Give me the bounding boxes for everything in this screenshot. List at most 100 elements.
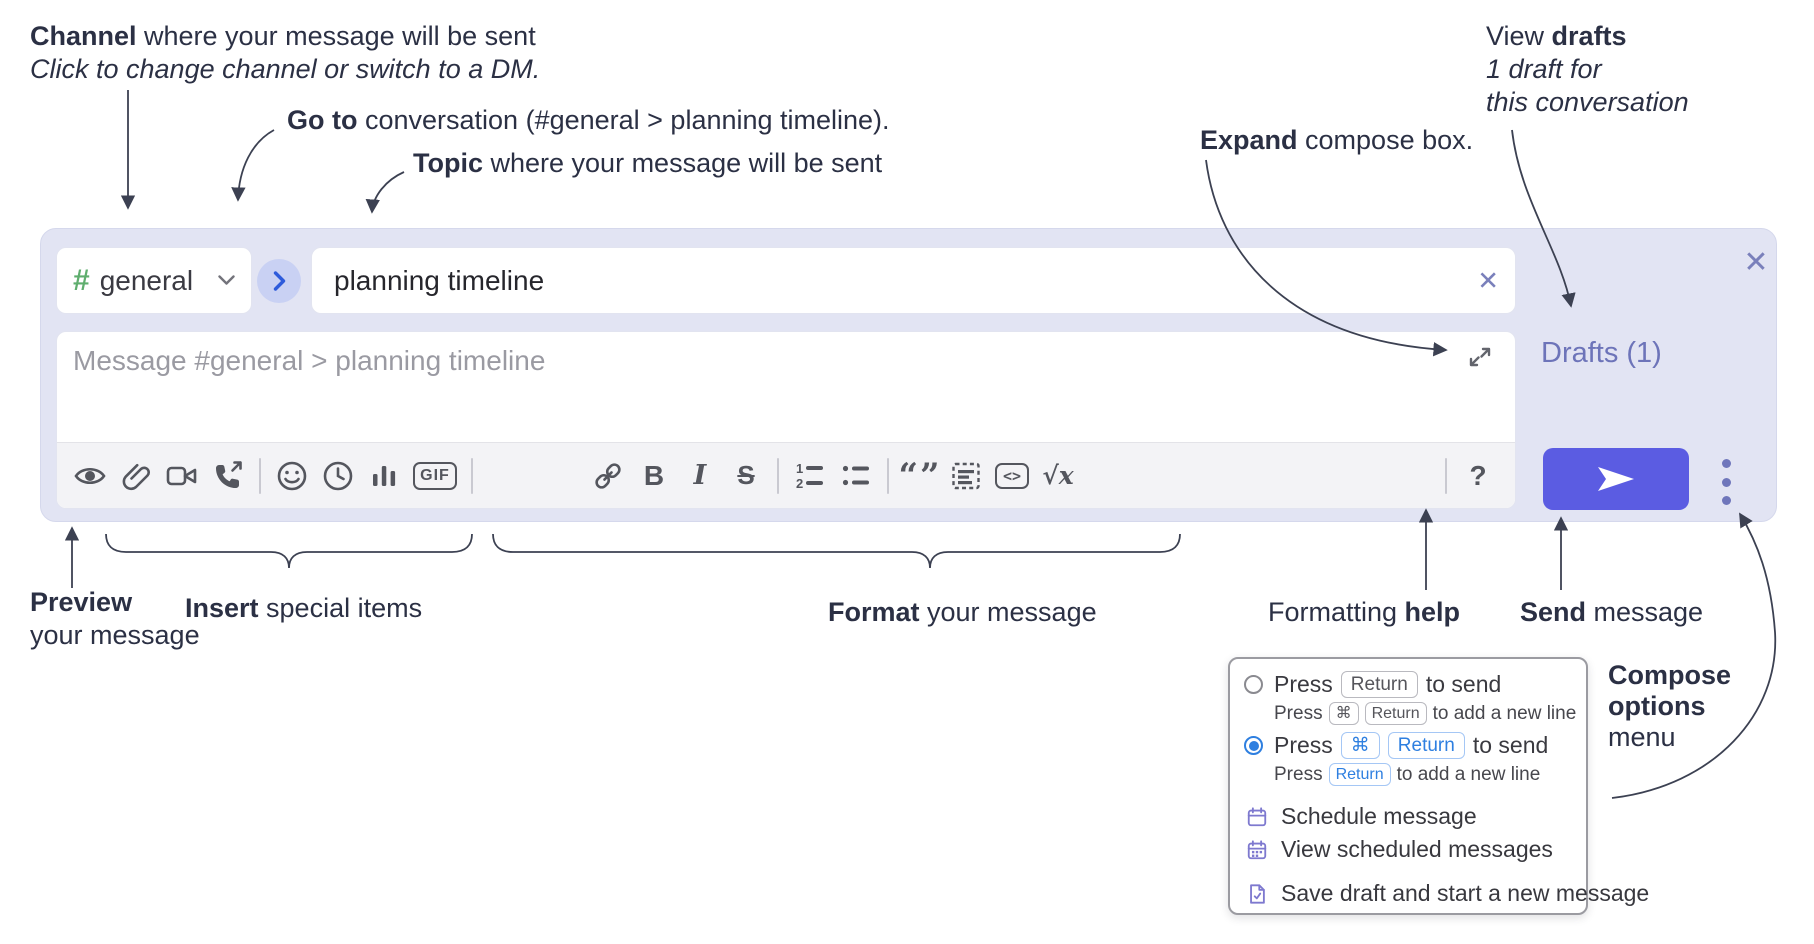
opt2-sub-press: Press — [1274, 764, 1323, 785]
toolbar-divider — [777, 457, 779, 494]
topic-annotation-bold: Topic — [413, 148, 483, 178]
drafts-annotation-pre: View — [1486, 21, 1552, 51]
send-annotation-rest: message — [1586, 597, 1704, 627]
format-annotation-bold: Format — [828, 597, 920, 627]
opt2-sub-rest: to add a new line — [1396, 764, 1541, 785]
code-icon[interactable]: <> — [989, 453, 1035, 499]
goto-annotation-rest: conversation (#general > planning timeli… — [357, 105, 890, 135]
preview-annotation: Preview your message — [30, 586, 200, 652]
message-area: Message #general > planning timeline — [56, 331, 1516, 509]
cmd-enter-sends-option[interactable]: Press ⌘ Return to send Press Return to a… — [1230, 728, 1586, 789]
toolbar-divider — [1445, 457, 1447, 494]
opt1-press: Press — [1274, 671, 1333, 697]
voice-call-icon[interactable] — [205, 453, 251, 499]
view-scheduled-messages-item[interactable]: View scheduled messages — [1230, 833, 1586, 866]
strikethrough-icon[interactable]: S — [737, 460, 755, 490]
poll-icon[interactable] — [361, 453, 407, 499]
math-icon[interactable]: √x — [1042, 461, 1074, 490]
format-annotation-rest: your message — [919, 597, 1097, 627]
compose-options-annotation-line2: options — [1608, 691, 1706, 721]
gif-icon[interactable]: GIF — [407, 453, 463, 499]
compose-options-annotation-line1: Compose — [1608, 660, 1732, 690]
drafts-annotation-line3: this conversation — [1486, 87, 1689, 117]
topic-input[interactable]: planning timeline ✕ — [311, 247, 1516, 314]
return-key: Return — [1387, 732, 1465, 759]
clear-topic-icon[interactable]: ✕ — [1477, 265, 1499, 295]
save-draft-item[interactable]: Save draft and start a new message — [1230, 877, 1649, 910]
drafts-link[interactable]: Drafts (1) — [1541, 337, 1662, 369]
drafts-annotation-line2: 1 draft for — [1486, 54, 1602, 84]
expand-compose-icon[interactable] — [1465, 342, 1495, 372]
expand-annotation-bold: Expand — [1200, 125, 1298, 155]
opt1-sub-press: Press — [1274, 703, 1323, 724]
draft-document-icon — [1246, 883, 1268, 905]
channel-annotation: Channel where your message will be sent … — [30, 20, 540, 86]
enter-sends-option[interactable]: Press Return to send Press ⌘ Return to a… — [1230, 667, 1586, 728]
send-annotation: Send message — [1520, 596, 1703, 629]
preview-annotation-bold: Preview — [30, 587, 133, 617]
calendar-icon — [1246, 806, 1268, 828]
message-formatting-help-icon[interactable]: ? — [1469, 459, 1487, 491]
preview-eye-icon[interactable] — [67, 453, 113, 499]
go-to-conversation-button[interactable] — [257, 259, 301, 303]
attach-file-icon[interactable] — [113, 453, 159, 499]
preview-annotation-line2: your message — [30, 620, 200, 650]
bulleted-list-icon[interactable] — [833, 453, 879, 499]
insert-annotation-bold: Insert — [185, 593, 259, 623]
expand-annotation: Expand compose box. — [1200, 124, 1473, 157]
expand-annotation-rest: compose box. — [1297, 125, 1474, 155]
opt1-sub-rest: to add a new line — [1432, 703, 1577, 724]
goto-annotation-bold: Go to — [287, 105, 358, 135]
message-input[interactable]: Message #general > planning timeline — [73, 345, 546, 376]
goto-arrow — [231, 129, 275, 202]
opt2-press: Press — [1274, 732, 1333, 758]
link-icon[interactable] — [585, 453, 631, 499]
toolbar-divider — [259, 457, 261, 494]
formatting-help-annotation-bold: help — [1404, 597, 1461, 627]
topic-annotation-rest: where your message will be sent — [483, 148, 883, 178]
emoji-icon[interactable] — [269, 453, 315, 499]
bold-icon[interactable]: B — [643, 459, 665, 491]
spoiler-icon[interactable] — [943, 453, 989, 499]
close-compose-icon[interactable]: ✕ — [1743, 246, 1769, 279]
hash-icon: # — [73, 263, 90, 297]
topic-value: planning timeline — [334, 264, 545, 296]
video-call-icon[interactable] — [159, 453, 205, 499]
channel-annotation-sub: Click to change channel or switch to a D… — [30, 54, 541, 84]
time-icon[interactable] — [315, 453, 361, 499]
return-key: Return — [1364, 702, 1427, 725]
menu-item-label: Schedule message — [1281, 803, 1477, 829]
opt1-rest: to send — [1425, 671, 1502, 697]
italic-icon[interactable]: I — [693, 460, 707, 491]
schedule-message-item[interactable]: Schedule message — [1230, 800, 1586, 833]
menu-item-label: Save draft and start a new message — [1281, 880, 1650, 906]
channel-name: general — [99, 264, 194, 296]
formatting-help-annotation: Formatting help — [1268, 596, 1460, 629]
drafts-annotation: View drafts 1 draft for this conversatio… — [1486, 20, 1689, 119]
send-button[interactable] — [1543, 448, 1689, 510]
opt2-rest: to send — [1472, 732, 1549, 758]
compose-options-menu-icon[interactable] — [1712, 459, 1740, 505]
quote-icon[interactable]: “” — [898, 455, 942, 496]
cmd-key: ⌘ — [1328, 702, 1359, 725]
code-label: <> — [994, 462, 1030, 489]
svg-text:2: 2 — [796, 476, 803, 491]
topic-arrow — [365, 171, 405, 214]
chevron-right-icon — [273, 271, 286, 291]
return-key: Return — [1340, 671, 1418, 698]
menu-item-label: View scheduled messages — [1281, 836, 1553, 862]
insert-annotation: Insert special items — [185, 592, 422, 625]
cmd-key: ⌘ — [1340, 732, 1380, 759]
insert-brace — [105, 533, 473, 569]
radio-unselected-icon[interactable] — [1244, 675, 1263, 694]
insert-annotation-rest: special items — [258, 593, 423, 623]
return-key: Return — [1328, 763, 1391, 786]
channel-selector[interactable]: # general — [56, 247, 252, 314]
gif-label: GIF — [413, 461, 457, 490]
toolbar-divider — [471, 457, 473, 494]
send-plane-icon — [1596, 465, 1636, 493]
radio-selected-icon[interactable] — [1244, 736, 1263, 755]
